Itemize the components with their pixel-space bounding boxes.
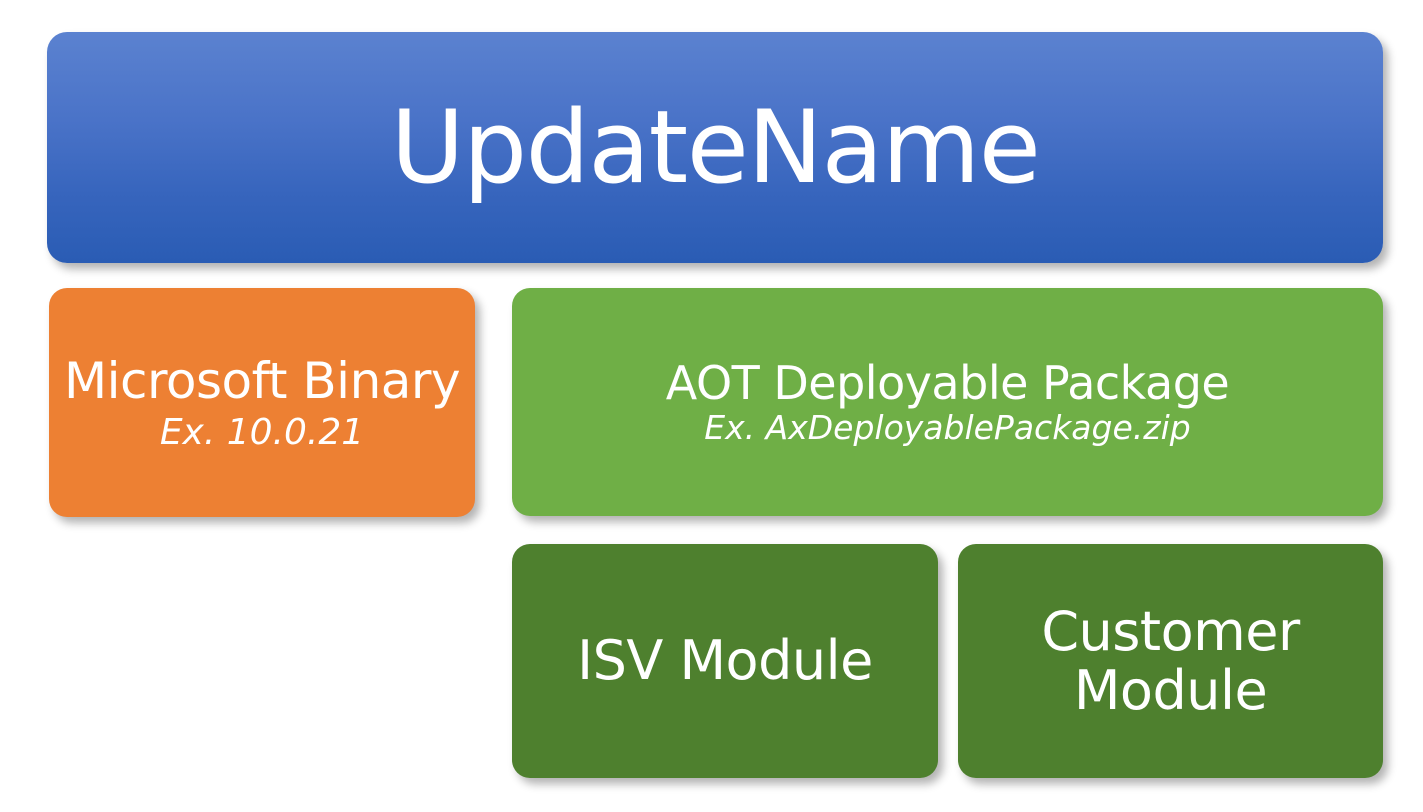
node-customer-module[interactable]: Customer Module [958, 544, 1383, 778]
node-isv-module-title: ISV Module [577, 629, 873, 693]
node-microsoft-binary-subtitle: Ex. 10.0.21 [159, 412, 365, 454]
node-aot-deployable-package-subtitle: Ex. AxDeployablePackage.zip [704, 408, 1191, 447]
node-update-name[interactable]: UpdateName [47, 32, 1383, 263]
node-customer-module-title: Customer Module [1041, 599, 1300, 722]
node-aot-deployable-package[interactable]: AOT Deployable Package Ex. AxDeployableP… [512, 288, 1383, 516]
node-microsoft-binary-title: Microsoft Binary [63, 352, 461, 411]
node-update-name-title: UpdateName [390, 88, 1041, 206]
node-microsoft-binary[interactable]: Microsoft Binary Ex. 10.0.21 [49, 288, 475, 517]
node-isv-module[interactable]: ISV Module [512, 544, 938, 778]
node-aot-deployable-package-title: AOT Deployable Package [665, 356, 1230, 411]
